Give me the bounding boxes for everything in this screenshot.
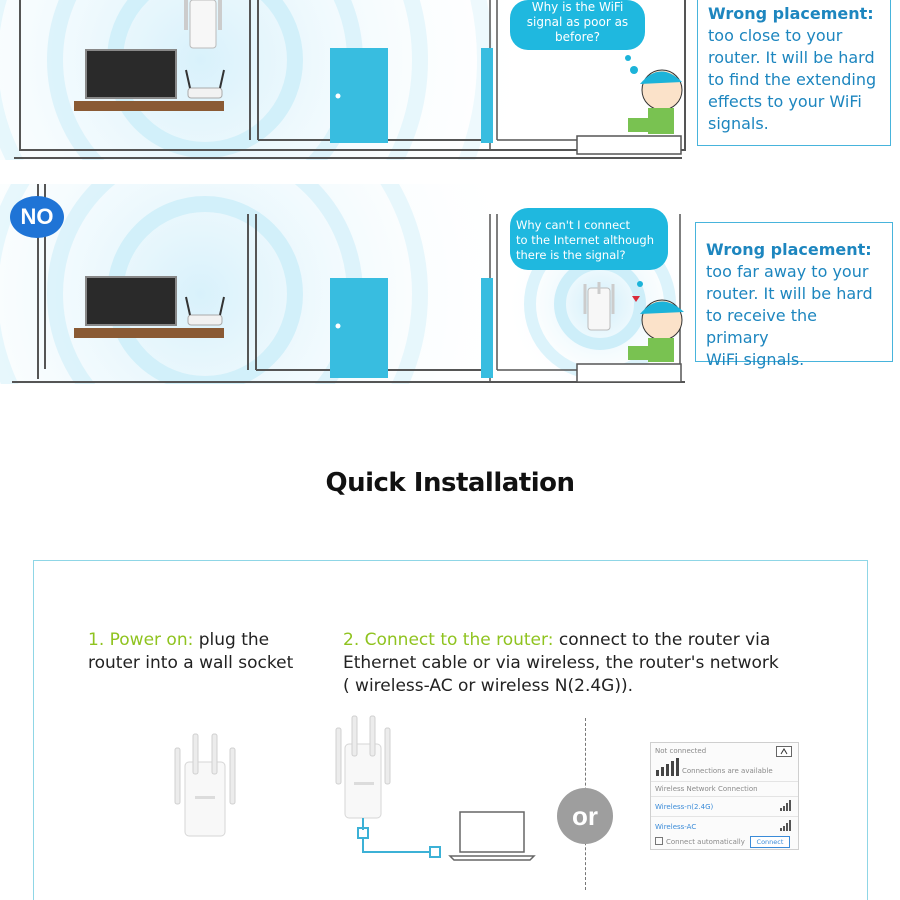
step-2-text-a: connect to the router via <box>553 630 771 650</box>
signal-bars-icon <box>656 758 679 776</box>
note-title: Wrong placement: <box>706 240 872 259</box>
wifi-status: Not connected <box>655 747 707 755</box>
installation-panel <box>33 560 868 900</box>
bubble-line: Why is the WiFi <box>531 0 624 14</box>
refresh-icon[interactable] <box>776 746 792 757</box>
wifi-connection-panel: Not connected Connections are available … <box>650 742 799 850</box>
bubble-line: to the Internet although <box>516 233 654 247</box>
wifi-network-item[interactable]: Wireless-AC <box>655 823 697 831</box>
wifi-connections: Connections are available <box>682 767 773 775</box>
wifi-signal-icon <box>780 800 791 811</box>
step-1-text-a: plug the <box>193 630 270 650</box>
step-1-text: 1. Power on: plug the router into a wall… <box>88 629 338 675</box>
or-badge: or <box>557 788 613 844</box>
note-line: to find the extending <box>708 70 877 89</box>
speech-bubble-top: Why is the WiFi signal as poor as before… <box>510 0 645 50</box>
bubble-line: Why can't I connect <box>516 218 630 232</box>
step-1-label: 1. Power on: <box>88 630 194 650</box>
step-2-text-c: ( wireless-AC or wireless N(2.4G)). <box>343 676 634 696</box>
bubble-line: before? <box>555 30 600 44</box>
no-badge: NO <box>10 196 64 238</box>
scene-too-far-illustration <box>0 184 690 384</box>
scene-too-far: NO Why can't I connect to the Internet a… <box>0 184 900 384</box>
step-2-text-b: Ethernet cable or via wireless, the rout… <box>343 653 779 673</box>
auto-connect-option[interactable]: Connect automatically <box>655 837 745 846</box>
note-line: too far away to your <box>706 262 869 281</box>
note-title: Wrong placement: <box>708 4 874 23</box>
wifi-signal-icon <box>780 820 791 831</box>
extender-device-icon <box>174 733 236 837</box>
bubble-line: signal as poor as <box>526 15 629 29</box>
note-line: signals. <box>708 114 769 133</box>
note-line: router. It will be hard <box>708 48 875 67</box>
section-title: Quick Installation <box>325 468 576 498</box>
wifi-section-label: Wireless Network Connection <box>655 785 758 793</box>
bubble-line: there is the signal? <box>516 248 626 262</box>
placement-note-too-far: Wrong placement: too far away to your ro… <box>695 222 893 369</box>
note-line: router. It will be hard <box>706 284 873 303</box>
checkbox-icon[interactable] <box>655 837 663 845</box>
scene-too-close: Why is the WiFi signal as poor as before… <box>0 0 900 160</box>
auto-connect-label: Connect automatically <box>666 838 745 846</box>
placement-note-too-close: Wrong placement: too close to your route… <box>697 0 891 146</box>
note-line: to receive the primary <box>706 306 817 347</box>
connect-button[interactable]: Connect <box>750 836 790 848</box>
step-2-label: 2. Connect to the router: <box>343 630 554 650</box>
extender-ethernet-setup-icon <box>335 715 536 861</box>
step-1-text-b: router into a wall socket <box>88 653 294 673</box>
note-line: effects to your WiFi <box>708 92 862 111</box>
speech-bubble-bottom: Why can't I connect to the Internet alth… <box>510 208 668 270</box>
step-2-text: 2. Connect to the router: connect to the… <box>343 629 863 698</box>
note-line: WiFi signals. <box>706 350 805 369</box>
note-line: too close to your <box>708 26 843 45</box>
wifi-network-item[interactable]: Wireless-n(2.4G) <box>655 803 714 811</box>
